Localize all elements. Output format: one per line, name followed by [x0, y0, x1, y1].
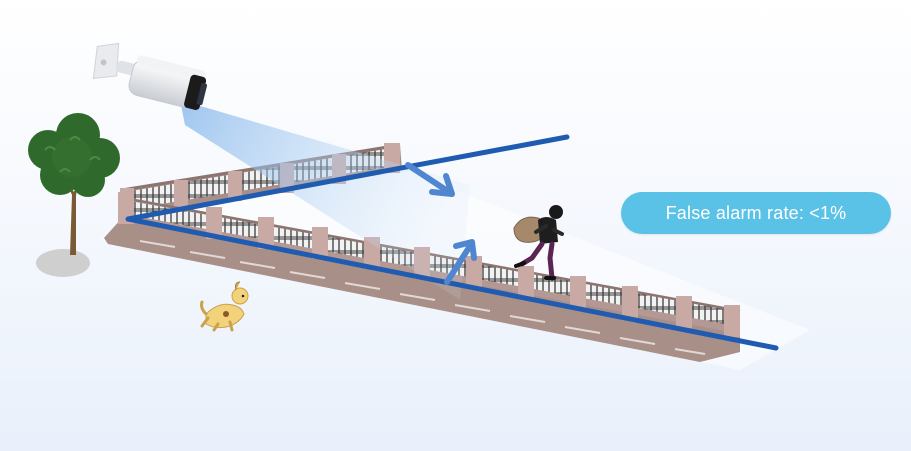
false-alarm-rate-badge: False alarm rate: <1% [621, 192, 891, 234]
front-post [622, 286, 638, 318]
front-post [724, 305, 740, 337]
front-post [570, 276, 586, 308]
front-post [676, 296, 692, 328]
back-post [174, 180, 188, 210]
front-post [518, 266, 534, 298]
